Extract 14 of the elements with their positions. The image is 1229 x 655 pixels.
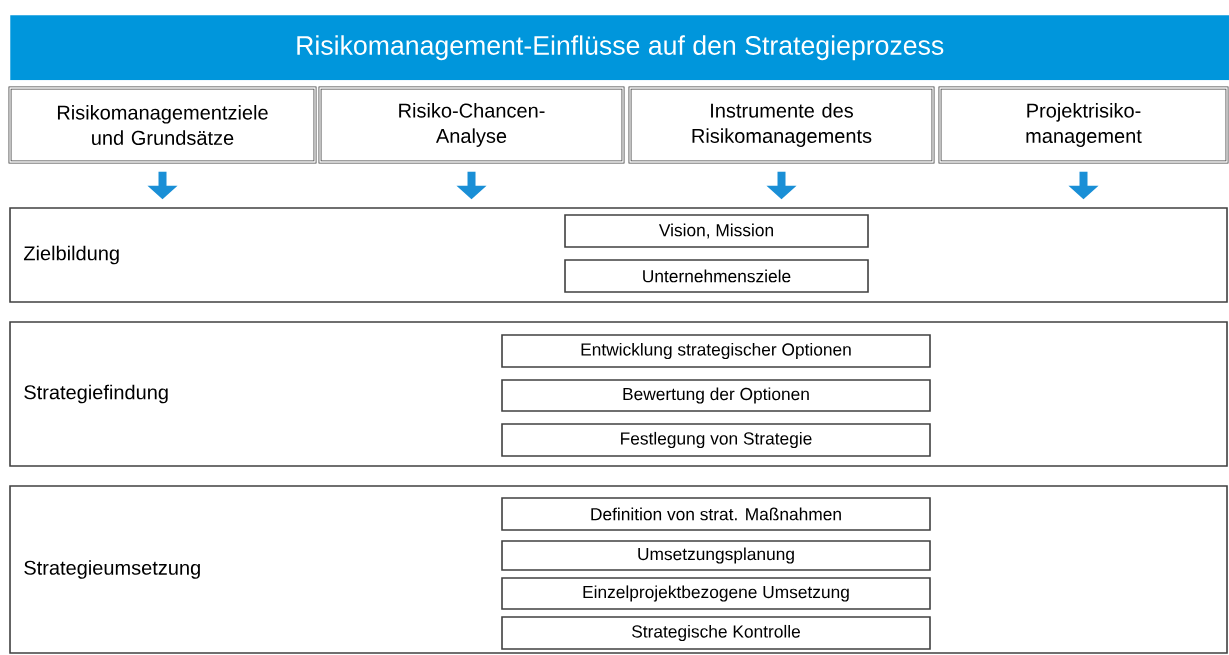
step-box: Strategische Kontrolle <box>501 616 931 650</box>
process-box: Projektrisiko-management <box>938 86 1229 164</box>
step-box: Definition von strat. Maßnahmen <box>501 497 931 531</box>
step-box: Festlegung von Strategie <box>501 423 931 457</box>
process-box: Risikomanagementziele und Grundsätze <box>8 86 317 164</box>
step-box: Entwicklung strategischer Optionen <box>501 334 931 368</box>
step-box: Einzelprojektbezogene Umsetzung <box>501 577 931 610</box>
step-box: Bewertung der Optionen <box>501 379 931 412</box>
step-box: Unternehmensziele <box>564 259 869 293</box>
step-box: Umsetzungsplanung <box>501 540 931 571</box>
process-box: Instrumente des Risikomanagements <box>628 86 935 164</box>
process-box: Risiko-Chancen-Analyse <box>318 86 625 164</box>
step-box: Vision, Mission <box>564 214 869 248</box>
title-band: Risikomanagement-Einflüsse auf den Strategieprozess <box>10 15 1229 81</box>
